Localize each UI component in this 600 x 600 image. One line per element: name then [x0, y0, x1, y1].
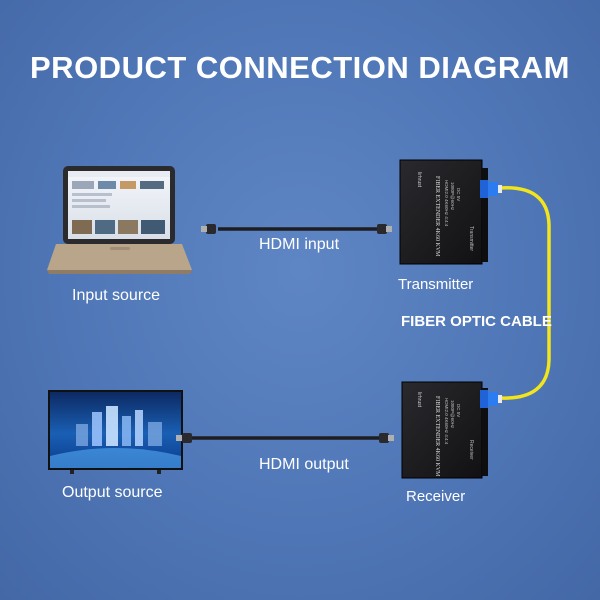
transmitter-side-label: Transmitter [468, 226, 474, 251]
transmitter-model: FIBER EXTENDER 4K60 KVM [434, 176, 440, 257]
hdmi-output-cable [176, 433, 394, 443]
transmitter-spec2: 1080P@60Hz [450, 182, 455, 211]
receiver-device: lirhrust FIBER EXTENDER 4K60 KVM HDMI2.0… [401, 381, 502, 479]
receiver-label: Receiver [406, 488, 466, 505]
transmitter-label: Transmitter [398, 276, 474, 293]
transmitter-brand: lirhrust [416, 172, 422, 188]
input-source-label: Input source [72, 287, 161, 304]
transmitter-spec: HDMI2.0 4K60Hz 4:4:4 [444, 180, 449, 227]
fiber-optic-cable [499, 186, 551, 400]
receiver-brand: lirhrust [416, 392, 422, 408]
fiber-optic-cable-label: FIBER OPTIC CABLE [401, 313, 552, 330]
tv-icon [48, 390, 183, 474]
hdmi-input-label: HDMI input [259, 236, 340, 253]
transmitter-power: DC 5V [456, 188, 461, 201]
receiver-spec: HDMI2.0 4K60Hz 4:4:4 [444, 398, 449, 445]
receiver-model: FIBER EXTENDER 4K60 KVM [434, 396, 440, 477]
receiver-power: DC 5V [456, 404, 461, 417]
hdmi-output-label: HDMI output [259, 456, 349, 473]
diagram-title: PRODUCT CONNECTION DIAGRAM [30, 50, 570, 85]
receiver-side-label: Receiver [468, 440, 474, 460]
laptop-icon [47, 166, 192, 274]
output-source-label: Output source [62, 484, 163, 501]
hdmi-input-cable [201, 224, 392, 234]
transmitter-device: lirhrust FIBER EXTENDER 4K60 KVM HDMI2.0… [399, 159, 502, 265]
receiver-spec2: 1080P@60Hz [450, 400, 455, 429]
